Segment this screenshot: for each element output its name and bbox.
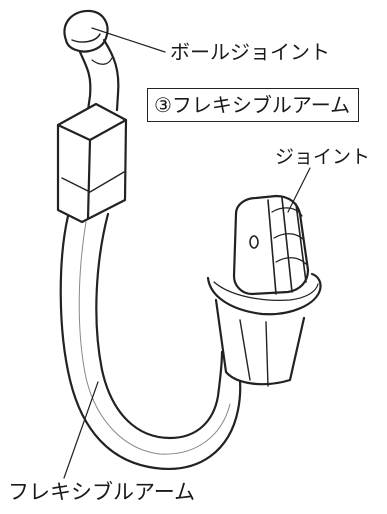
joint-label: ジョイント <box>275 146 371 168</box>
flexible-arm-title-box: ③フレキシブルアーム <box>147 88 360 122</box>
ball-joint-part <box>63 9 120 112</box>
leader-ball-joint <box>91 27 166 53</box>
joint-assembly-part <box>206 194 322 387</box>
flexible-arm-label: フレキシブルアーム <box>8 480 196 504</box>
upper-collar-part <box>56 102 128 224</box>
leader-flexible-arm <box>63 381 99 479</box>
flexible-tube-part <box>59 212 242 470</box>
ball-joint-label: ボールジョイント <box>170 40 330 64</box>
leader-joint <box>287 167 311 213</box>
